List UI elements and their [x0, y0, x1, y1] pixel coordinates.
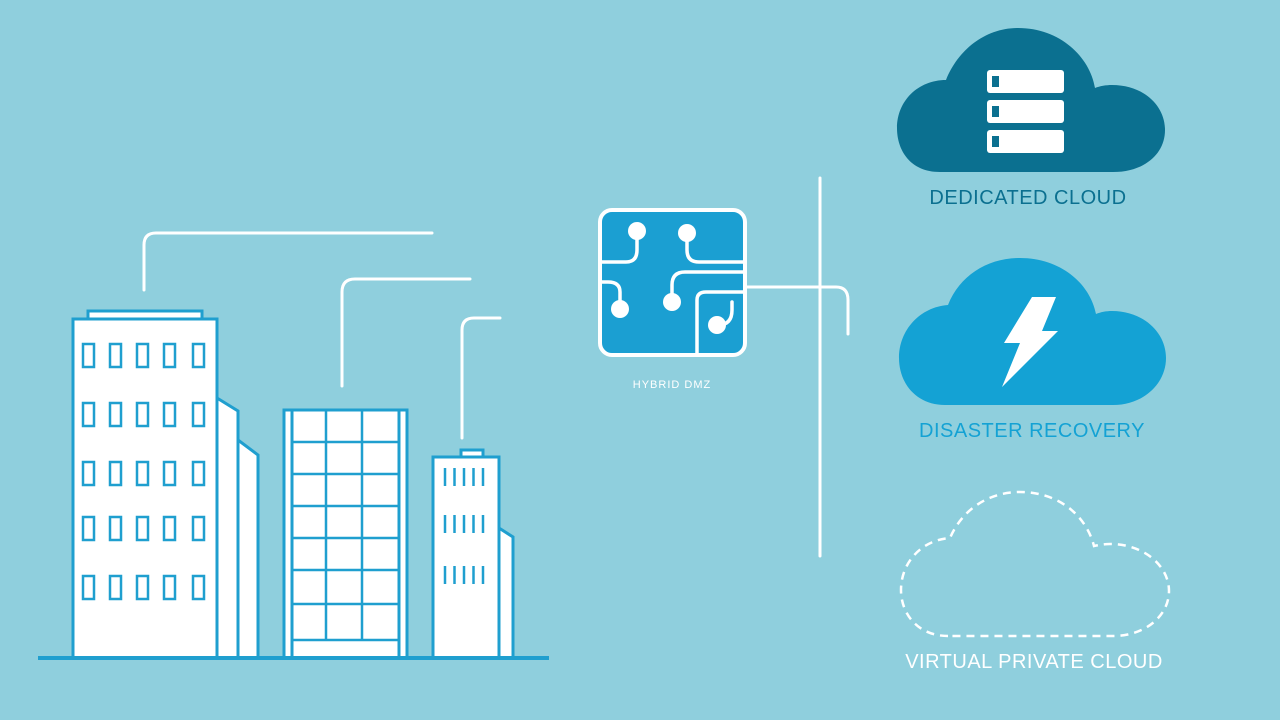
tower-window	[162, 401, 177, 428]
tower-window	[162, 460, 177, 487]
tower-side-wing-1	[215, 395, 240, 660]
tower-window	[162, 515, 177, 542]
tower-window	[135, 342, 150, 369]
tower-window	[135, 515, 150, 542]
buildings-group	[38, 309, 549, 660]
tower-window	[191, 515, 206, 542]
tower-window	[81, 574, 96, 601]
circuit-nodes	[611, 222, 726, 334]
tower-window	[81, 342, 96, 369]
tower-window	[108, 460, 123, 487]
small-building-body	[431, 455, 501, 660]
disaster-recovery-label: DISASTER RECOVERY	[919, 420, 1145, 442]
tower-window	[135, 460, 150, 487]
tower-window	[162, 574, 177, 601]
tower-window	[191, 460, 206, 487]
virtual-private-cloud-label: VIRTUAL PRIVATE CLOUD	[905, 651, 1163, 673]
server-stack-icon	[987, 70, 1064, 153]
disaster-recovery-cloud	[899, 258, 1166, 405]
tower-window	[81, 401, 96, 428]
office-grid	[292, 410, 399, 642]
office-building	[282, 408, 409, 660]
tower-window	[108, 515, 123, 542]
connector-line-office	[340, 277, 472, 388]
chip-connector-lines	[743, 176, 850, 558]
tower-window	[191, 574, 206, 601]
chip-to-backbone-line	[743, 285, 850, 336]
tower-window	[108, 574, 123, 601]
small-building-windows	[443, 468, 485, 584]
tower-window	[135, 401, 150, 428]
tower-building	[71, 309, 260, 660]
tower-window	[81, 515, 96, 542]
connector-line-tower	[142, 231, 434, 292]
connector-line-small-building	[460, 316, 502, 440]
tower-window	[191, 401, 206, 428]
tower-window	[135, 574, 150, 601]
tower-windows	[81, 342, 206, 601]
tower-side-wing-2	[236, 437, 260, 660]
tower-window	[108, 342, 123, 369]
dedicated-cloud-label: DEDICATED CLOUD	[929, 187, 1126, 209]
tower-window	[191, 342, 206, 369]
tower-window	[108, 401, 123, 428]
small-building	[431, 448, 515, 660]
building-connector-lines	[142, 231, 502, 440]
virtual-private-cloud	[899, 490, 1171, 638]
virtual-private-cloud-outline	[899, 490, 1171, 638]
circuit-chip-icon	[598, 231, 747, 357]
tower-body	[71, 317, 219, 660]
tower-window	[162, 342, 177, 369]
tower-window	[81, 460, 96, 487]
hybrid-dmz-label: HYBRID DMZ	[633, 379, 711, 391]
dedicated-cloud	[897, 28, 1165, 172]
hybrid-dmz-chip	[598, 208, 747, 357]
lightning-bolt-icon	[1002, 297, 1058, 387]
server-indicators	[992, 76, 999, 147]
small-building-side	[497, 525, 515, 660]
office-body	[282, 408, 409, 660]
